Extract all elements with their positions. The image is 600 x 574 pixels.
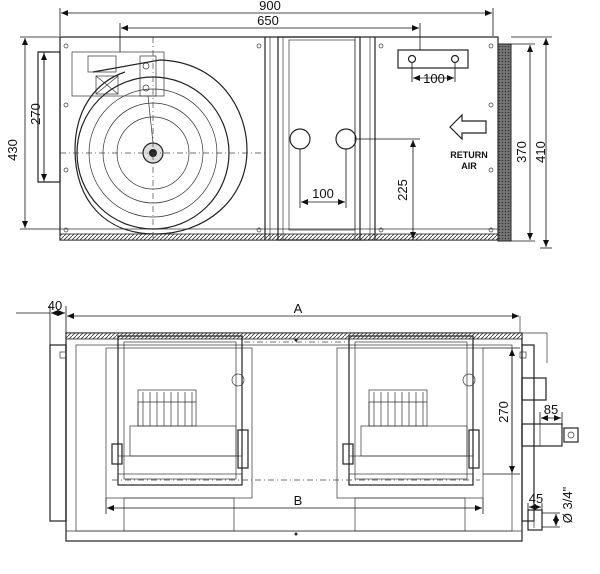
dim-100-flange: 100	[423, 71, 445, 86]
pipe-left	[289, 128, 311, 150]
pipe-connection	[521, 377, 579, 447]
dim-270-top: 270	[28, 103, 43, 125]
pipe-right	[335, 128, 357, 150]
fan-unit-left	[111, 335, 249, 486]
dim-drain-diameter: Ø 3/4"	[560, 486, 575, 523]
fan-unit-right	[342, 335, 480, 486]
right-filter	[497, 43, 512, 242]
casing-screws	[63, 43, 494, 233]
dim-a: A	[294, 301, 303, 316]
side-left-flange	[49, 344, 67, 522]
return-air-label-1: RETURN	[450, 150, 488, 160]
drain-connection	[527, 509, 543, 531]
dim-410: 410	[533, 141, 548, 163]
return-air-arrow	[449, 113, 487, 141]
fan-scroll	[74, 59, 248, 235]
dim-225: 225	[395, 179, 410, 201]
dim-85: 85	[544, 402, 558, 417]
dim-370: 370	[514, 141, 529, 163]
side-view: 40 A B 270 85 45 Ø 3/4"	[16, 298, 579, 542]
side-casing	[65, 332, 523, 542]
dim-650: 650	[257, 13, 279, 28]
top-view: RETURN AIR 900 650 430 270 100 100	[5, 0, 552, 249]
dim-270-side: 270	[496, 401, 511, 423]
side-top-strip	[65, 332, 523, 340]
inlet-frame-right	[336, 347, 484, 499]
top-bottom-strip	[59, 233, 499, 241]
coil-panel	[277, 36, 361, 241]
dim-900: 900	[259, 0, 281, 13]
dim-100-pipes: 100	[312, 186, 334, 201]
dim-40: 40	[48, 298, 62, 313]
side-screws	[59, 338, 527, 536]
return-air-label-2: AIR	[461, 161, 477, 171]
motor-bracket	[71, 51, 165, 97]
inlet-frame-left	[105, 347, 253, 499]
dim-430: 430	[5, 139, 20, 161]
dim-45: 45	[529, 491, 543, 506]
dim-b: B	[294, 493, 303, 508]
flange-plate	[397, 49, 469, 69]
